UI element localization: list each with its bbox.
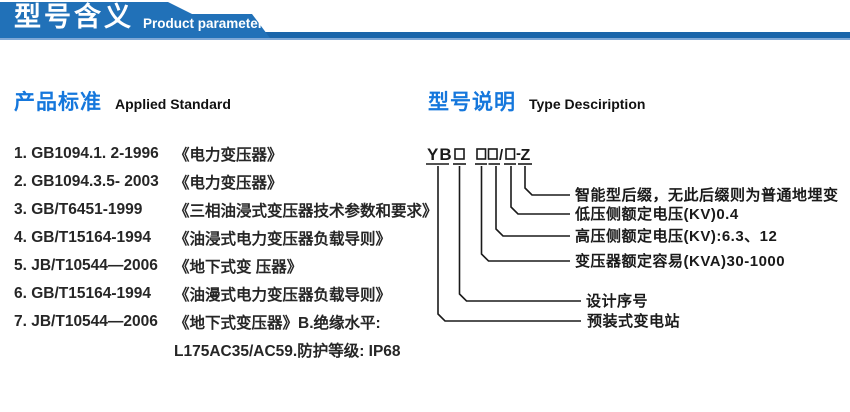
connector-suffix xyxy=(524,166,570,196)
standard-title: 《三相油浸式变压器技术参数和要求》 xyxy=(174,203,438,220)
standard-row: 4. GB/T15164-1994 《油浸式电力变压器负载导则》 xyxy=(14,224,420,252)
page-title: 型号含义 xyxy=(14,2,134,32)
model-placeholder-box xyxy=(476,148,487,160)
connector-hv-voltage xyxy=(495,166,570,237)
standard-code: 7. JB/T10544—2006 xyxy=(14,313,158,330)
applied-standard-heading-en: Applied Standard xyxy=(115,96,231,112)
type-description-heading-cn: 型号说明 xyxy=(428,91,516,114)
connector-capacity xyxy=(480,166,570,262)
model-label-station: 预装式变电站 xyxy=(587,313,681,330)
applied-standard-heading-cn: 产品标准 xyxy=(14,91,102,114)
standard-code: 6. GB/T15164-1994 xyxy=(14,285,152,302)
standard-title: 《油浸式电力变压器负载导则》 xyxy=(174,231,392,248)
model-placeholder-box xyxy=(454,148,465,160)
model-dash: - xyxy=(516,145,521,162)
model-placeholder-box xyxy=(487,148,498,160)
model-label-design-no: 设计序号 xyxy=(586,293,649,310)
connector-lv-voltage xyxy=(510,166,570,215)
model-prefix: YB xyxy=(427,145,453,164)
standard-row: 2. GB1094.3.5- 2003 《电力变压器》 xyxy=(14,168,420,196)
standard-row-continuation: L175AC35/AC59.防护等级: IP68 xyxy=(14,336,420,364)
standard-row: 7. JB/T10544—2006 《地下式变压器》B.绝缘水平: xyxy=(14,308,420,336)
type-description-heading: 型号说明 Type Desciription xyxy=(428,86,645,116)
applied-standard-heading: 产品标准 Applied Standard xyxy=(14,86,231,116)
header-rule-light xyxy=(0,38,850,40)
model-connector-lines xyxy=(437,166,581,322)
model-label-hv-voltage: 高压侧额定电压(KV):6.3、12 xyxy=(575,228,778,245)
connector-design-no xyxy=(458,166,581,302)
standard-code: 5. JB/T10544—2006 xyxy=(14,257,158,274)
header-rule-dark xyxy=(0,32,850,38)
model-label-smart-suffix: 智能型后缀，无此后缀则为普通地埋变 xyxy=(575,187,839,204)
model-suffix: Z xyxy=(521,147,531,164)
model-code-diagram: YB / - Z xyxy=(426,145,581,322)
standard-title: 《油漫式电力变压器负载导则》 xyxy=(174,287,392,304)
standard-title: L175AC35/AC59.防护等级: IP68 xyxy=(174,343,401,360)
standard-code: 1. GB1094.1. 2-1996 xyxy=(14,145,159,162)
standard-title: 《地下式变 压器》 xyxy=(174,259,303,276)
model-placeholder-box xyxy=(505,148,516,160)
standard-row: 1. GB1094.1. 2-1996 《电力变压器》 xyxy=(14,140,420,168)
standard-title: 《地下式变压器》B.绝缘水平: xyxy=(174,315,381,332)
model-slash: / xyxy=(499,147,504,164)
model-label-lv-voltage: 低压侧额定电压(KV)0.4 xyxy=(575,206,739,223)
header-banner-shape xyxy=(0,2,850,40)
standard-row: 6. GB/T15164-1994 《油漫式电力变压器负载导则》 xyxy=(14,280,420,308)
standards-list: 1. GB1094.1. 2-1996 《电力变压器》 2. GB1094.3.… xyxy=(14,140,438,364)
standard-code: 4. GB/T15164-1994 xyxy=(14,229,152,246)
standard-title: 《电力变压器》 xyxy=(174,175,283,192)
standard-code: 2. GB1094.3.5- 2003 xyxy=(14,173,159,190)
page-header: 型号含义 Product parameters xyxy=(0,0,850,42)
connector-station xyxy=(437,166,581,322)
standard-row: 3. GB/T6451-1999 《三相油浸式变压器技术参数和要求》 xyxy=(14,196,438,224)
model-label-capacity: 变压器额定容易(KVA)30-1000 xyxy=(575,253,786,270)
page-subtitle: Product parameters xyxy=(143,16,271,31)
type-description-heading-en: Type Desciription xyxy=(529,96,646,112)
standard-code: 3. GB/T6451-1999 xyxy=(14,201,143,218)
standard-row: 5. JB/T10544—2006 《地下式变 压器》 xyxy=(14,252,420,280)
header-banner-polygon xyxy=(0,2,270,38)
standard-title: 《电力变压器》 xyxy=(174,147,283,164)
